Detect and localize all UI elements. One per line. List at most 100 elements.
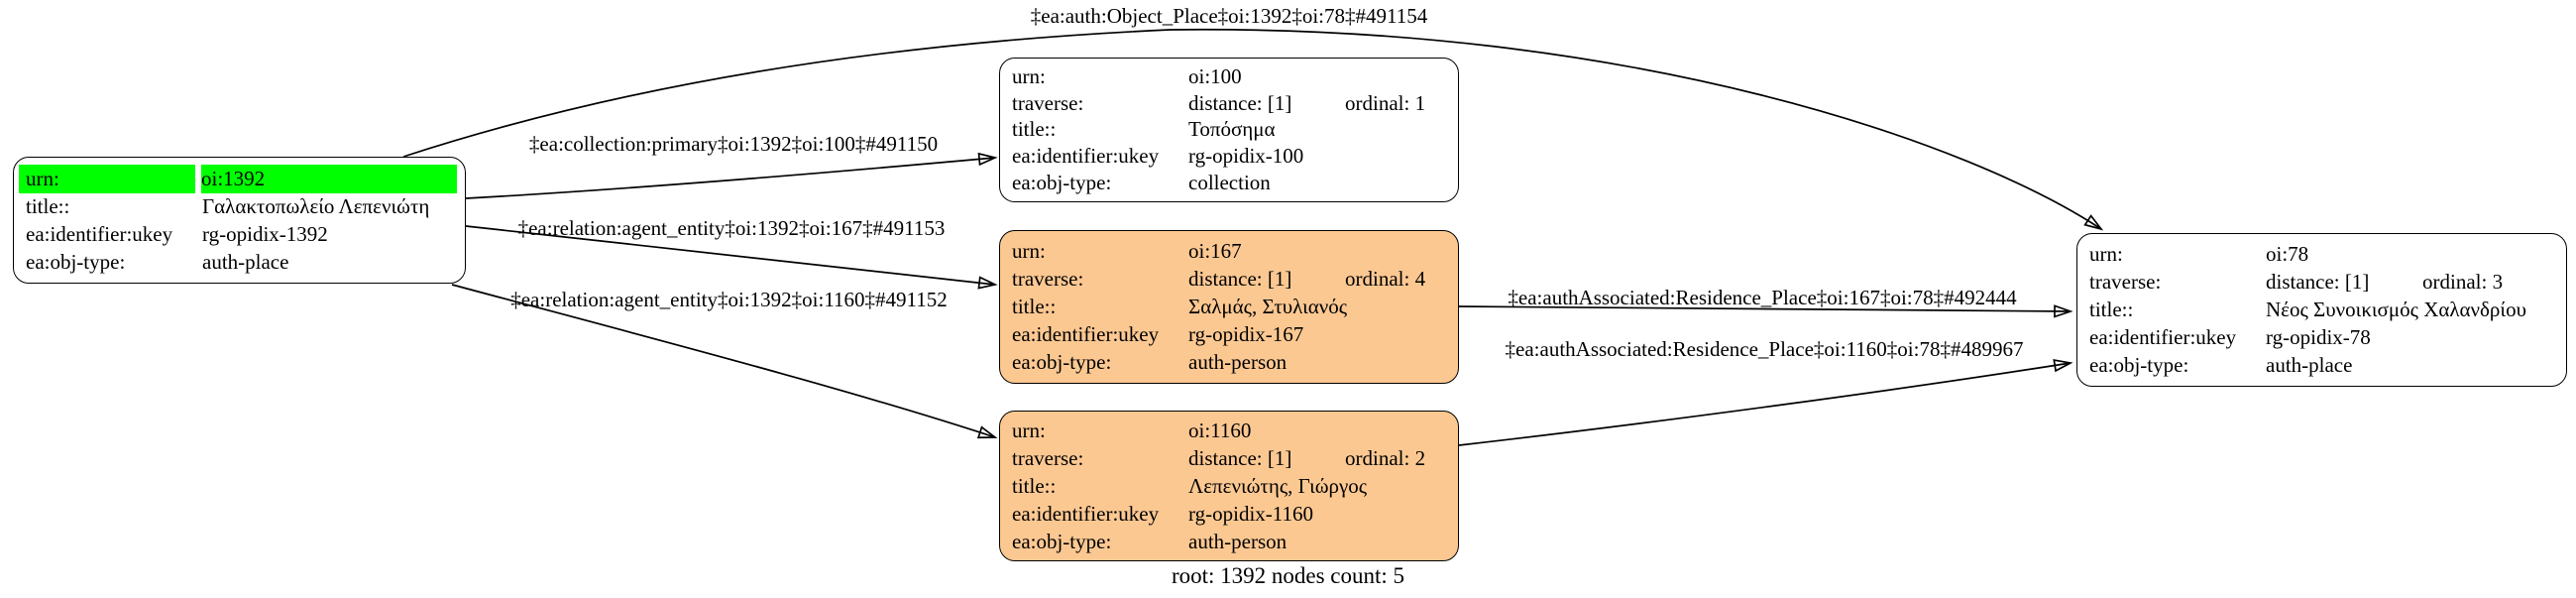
node-row: title:: Νέος Συνοικισμός Χαλανδρίου	[2089, 297, 2554, 324]
node-row: ea:obj-type: auth-person	[1012, 528, 1446, 555]
row-key: title::	[1012, 117, 1057, 142]
node-oi-100[interactable]: urn: oi:100 traverse: distance: [1] ordi…	[999, 58, 1459, 202]
row-key: title::	[2089, 298, 2134, 321]
node-oi-167[interactable]: urn: oi:167 traverse: distance: [1] ordi…	[999, 230, 1459, 384]
node-row: urn: oi:100	[1012, 63, 1446, 90]
row-value: rg-opidix-100	[1188, 144, 1304, 169]
row-key: title::	[1012, 473, 1057, 498]
edge-label-491152: ‡ea:relation:agent_entity‡oi:1392‡oi:116…	[510, 288, 948, 311]
row-key: title::	[1012, 295, 1057, 318]
node-oi-1392-rows: urn: oi:1392 title:: Γαλακτοπωλείο Λεπεν…	[14, 158, 465, 283]
edge-label-491154: ‡ea:auth:Object_Place‡oi:1392‡oi:78‡#491…	[1030, 4, 1428, 28]
node-oi-100-rows: urn: oi:100 traverse: distance: [1] ordi…	[1000, 59, 1458, 201]
row-value: rg-opidix-1392	[202, 221, 328, 246]
node-oi-167-rows: urn: oi:167 traverse: distance: [1] ordi…	[1000, 231, 1458, 383]
edge-collection-primary-491150	[465, 152, 998, 199]
node-row: traverse: distance: [1] ordinal: 4	[1012, 266, 1446, 294]
row-value: oi:1392	[201, 164, 457, 193]
node-row: ea:obj-type: auth-place	[2089, 352, 2554, 380]
row-value: oi:100	[1188, 63, 1242, 88]
row-value: oi:78	[2266, 242, 2309, 266]
row-value: distance: [1]	[1188, 90, 1292, 115]
row-value: Γαλακτοπωλείο Λεπενιώτη	[202, 193, 430, 218]
node-row: ea:identifier:ukey rg-opidix-1160	[1012, 500, 1446, 528]
row-key: traverse:	[2089, 270, 2162, 294]
row-key: traverse:	[1012, 445, 1084, 470]
edge-auth-object-place-491154	[402, 28, 2104, 231]
row-value: oi:1160	[1188, 418, 1252, 442]
row-value: Νέος Συνοικισμός Χαλανδρίου	[2266, 298, 2526, 321]
node-row: title:: Γαλακτοπωλείο Λεπενιώτη	[26, 192, 453, 220]
row-key: traverse:	[1012, 267, 1084, 291]
node-oi-78-rows: urn: oi:78 traverse: distance: [1] ordin…	[2077, 234, 2566, 386]
row-key: ea:identifier:ukey	[1012, 322, 1160, 346]
row-value: collection	[1188, 171, 1271, 195]
edge-residence-place-489967	[1458, 359, 2073, 446]
row-ordinal: ordinal: 1	[1345, 90, 1426, 115]
row-value: distance: [1]	[2266, 270, 2370, 294]
row-key: ea:obj-type:	[26, 249, 126, 274]
edge-label-491153: ‡ea:relation:agent_entity‡oi:1392‡oi:167…	[517, 216, 946, 240]
row-value: oi:167	[1188, 239, 1242, 263]
row-key: ea:obj-type:	[1012, 529, 1112, 553]
edge-label-489967: ‡ea:authAssociated:Residence_Place‡oi:11…	[1505, 337, 2024, 361]
node-row: ea:obj-type: auth-place	[26, 248, 453, 276]
row-value: auth-place	[2266, 353, 2353, 377]
row-value: distance: [1]	[1188, 445, 1292, 470]
row-value: auth-place	[202, 249, 289, 274]
node-oi-1392[interactable]: urn: oi:1392 title:: Γαλακτοπωλείο Λεπεν…	[13, 157, 466, 284]
row-value: Λεπενιώτης, Γιώργος	[1188, 473, 1368, 498]
edge-relation-agent-entity-491153	[465, 225, 998, 290]
row-key: ea:obj-type:	[2089, 353, 2189, 377]
node-row: urn: oi:78	[2089, 241, 2554, 269]
row-key: urn:	[19, 164, 195, 193]
node-row: ea:identifier:ukey rg-opidix-1392	[26, 220, 453, 248]
node-row: traverse: distance: [1] ordinal: 2	[1012, 444, 1446, 472]
row-value: auth-person	[1188, 350, 1288, 374]
row-value: rg-opidix-167	[1188, 322, 1304, 346]
row-value: Τοπόσημα	[1188, 117, 1276, 142]
edge-label-492444: ‡ea:authAssociated:Residence_Place‡oi:16…	[1508, 286, 2017, 309]
node-row: urn: oi:167	[1012, 238, 1446, 266]
node-row: title:: Σαλμάς, Στυλιανός	[1012, 294, 1446, 321]
row-value: Σαλμάς, Στυλιανός	[1188, 295, 1348, 318]
node-row: ea:identifier:ukey rg-opidix-78	[2089, 324, 2554, 352]
row-key: title::	[26, 193, 70, 218]
node-row: traverse: distance: [1] ordinal: 3	[2089, 269, 2554, 297]
row-key: ea:obj-type:	[1012, 350, 1112, 374]
row-value: rg-opidix-1160	[1188, 501, 1313, 526]
row-key: ea:identifier:ukey	[1012, 501, 1160, 526]
row-ordinal: ordinal: 3	[2422, 270, 2504, 294]
node-row: traverse: distance: [1] ordinal: 1	[1012, 90, 1446, 117]
edge-residence-place-492444	[1458, 304, 2073, 318]
row-key: urn:	[1012, 63, 1046, 88]
graph-caption: root: 1392 nodes count: 5	[1171, 563, 1405, 588]
row-key: ea:identifier:ukey	[2089, 325, 2237, 349]
node-oi-78[interactable]: urn: oi:78 traverse: distance: [1] ordin…	[2076, 233, 2567, 387]
row-key: urn:	[1012, 239, 1046, 263]
node-row: title:: Λεπενιώτης, Γιώργος	[1012, 472, 1446, 500]
row-ordinal: ordinal: 2	[1345, 445, 1426, 470]
node-row: title:: Τοπόσημα	[1012, 117, 1446, 144]
row-key: ea:identifier:ukey	[26, 221, 173, 246]
node-row: ea:identifier:ukey rg-opidix-167	[1012, 321, 1446, 349]
node-row: urn: oi:1392	[19, 164, 457, 193]
row-value: auth-person	[1188, 529, 1288, 553]
node-row: ea:obj-type: auth-person	[1012, 349, 1446, 377]
node-oi-1160-rows: urn: oi:1160 traverse: distance: [1] ord…	[1000, 412, 1458, 560]
row-key: ea:identifier:ukey	[1012, 144, 1160, 169]
row-value: distance: [1]	[1188, 267, 1292, 291]
row-value: rg-opidix-78	[2266, 325, 2371, 349]
node-row: urn: oi:1160	[1012, 417, 1446, 444]
node-oi-1160[interactable]: urn: oi:1160 traverse: distance: [1] ord…	[999, 411, 1459, 561]
row-key: urn:	[1012, 418, 1046, 442]
node-row: ea:obj-type: collection	[1012, 170, 1446, 196]
edge-relation-agent-entity-491152	[451, 284, 998, 439]
row-key: traverse:	[1012, 90, 1084, 115]
edge-label-491150: ‡ea:collection:primary‡oi:1392‡oi:100‡#4…	[528, 132, 939, 156]
node-row: ea:identifier:ukey rg-opidix-100	[1012, 143, 1446, 170]
row-ordinal: ordinal: 4	[1345, 267, 1426, 291]
row-key: ea:obj-type:	[1012, 171, 1112, 195]
